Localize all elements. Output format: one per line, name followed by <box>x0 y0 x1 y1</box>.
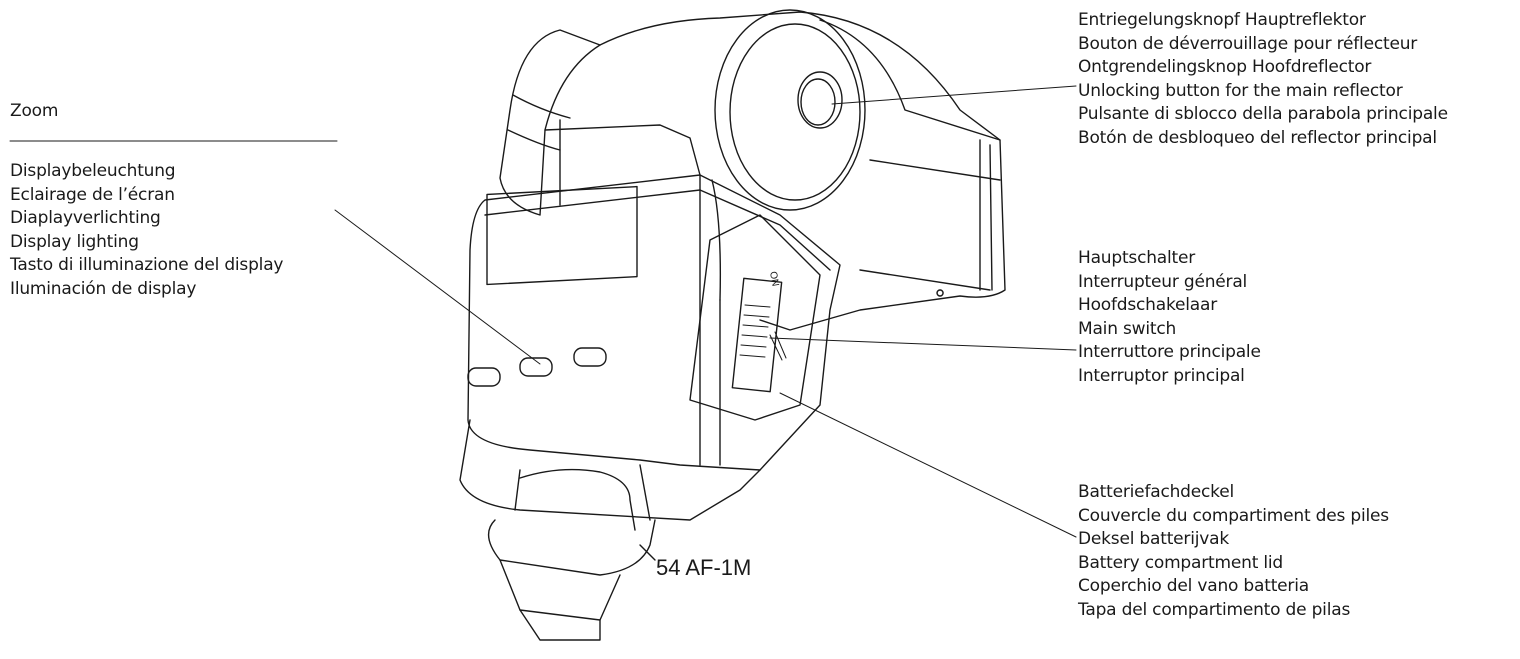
hot-shoe-foot <box>459 419 761 641</box>
model-name: 54 AF-1M <box>656 555 752 580</box>
display-window <box>486 185 638 286</box>
main-switch-en: Main switch <box>1078 318 1177 339</box>
battery-lid-drawing: ON <box>689 214 821 421</box>
flash-body <box>467 174 841 471</box>
main-switch-es: Interruptor principal <box>1078 365 1245 386</box>
unlocking-button-drawing <box>714 9 866 211</box>
on-mark: ON <box>767 271 780 288</box>
main-switch-de: Hauptschalter <box>1078 248 1196 268</box>
display-lighting-es: Iluminación de display <box>10 278 197 299</box>
unlocking-en: Unlocking button for the main reflector <box>1078 80 1403 101</box>
main-switch-slider <box>731 277 783 393</box>
display-lighting-nl: Diaplayverlichting <box>10 208 161 228</box>
display-lighting-button-2 <box>519 357 553 377</box>
main-switch-fr: Interrupteur général <box>1078 271 1248 292</box>
unlocking-es: Botón de desbloqueo del reflector princi… <box>1078 127 1437 148</box>
unlocking-button-leader <box>831 85 1077 105</box>
display-lighting-labels: Displaybeleuchtung Eclairage de l’écran … <box>10 160 283 301</box>
display-lighting-leader <box>334 209 541 365</box>
main-switch-labels: Hauptschalter Interrupteur général Hoofd… <box>1078 247 1261 388</box>
display-lighting-it: Tasto di illuminazione del display <box>10 255 284 275</box>
display-lighting-button-1 <box>467 367 501 387</box>
battery-lid-nl: Deksel batterijvak <box>1078 529 1229 549</box>
main-switch-leader <box>769 337 1077 351</box>
battery-lid-es: Tapa del compartimento de pilas <box>1078 599 1351 620</box>
display-lighting-button-3 <box>573 347 607 367</box>
display-lighting-en: Display lighting <box>10 231 139 252</box>
battery-lid-de: Batteriefachdeckel <box>1078 482 1234 502</box>
unlocking-button-labels: Entriegelungsknopf Hauptreflektor Bouton… <box>1078 9 1448 150</box>
battery-lid-leader <box>779 392 1077 538</box>
zoom-text: Zoom <box>10 101 59 121</box>
battery-lid-fr: Couvercle du compartiment des piles <box>1078 505 1389 526</box>
unlocking-fr: Bouton de déverrouillage pour réflecteur <box>1078 33 1418 54</box>
battery-lid-en: Battery compartment lid <box>1078 552 1283 573</box>
unlocking-nl: Ontgrendelingsknop Hoofdreflector <box>1078 57 1372 77</box>
unlocking-it: Pulsante di sblocco della parabola princ… <box>1078 104 1448 124</box>
main-switch-it: Interruttore principale <box>1078 342 1261 362</box>
zoom-label: Zoom <box>10 100 58 124</box>
main-switch-nl: Hoofdschakelaar <box>1078 295 1218 315</box>
battery-lid-labels: Batteriefachdeckel Couvercle du comparti… <box>1078 481 1389 622</box>
unlocking-de: Entriegelungsknopf Hauptreflektor <box>1078 10 1366 30</box>
reflector-head <box>499 11 1006 331</box>
display-lighting-fr: Eclairage de l’écran <box>10 184 175 205</box>
battery-lid-it: Coperchio del vano batteria <box>1078 576 1309 596</box>
display-lighting-de: Displaybeleuchtung <box>10 161 176 181</box>
